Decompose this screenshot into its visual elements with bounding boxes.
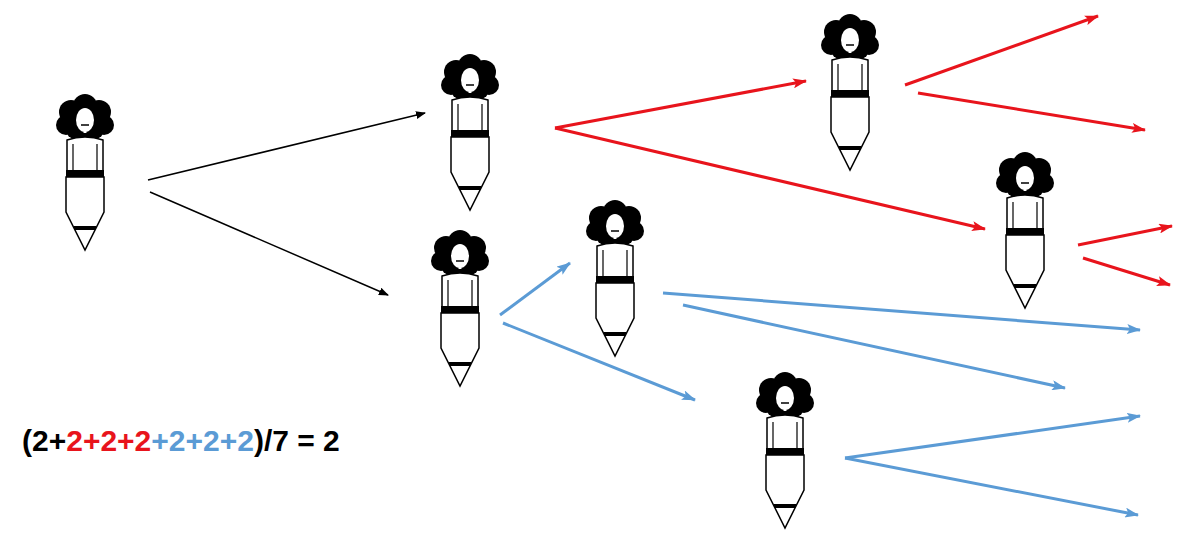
red-arrow <box>1078 226 1172 245</box>
woman-figure <box>431 230 489 386</box>
blue-arrow <box>503 323 695 400</box>
formula-part: 2+2+2 <box>66 424 151 457</box>
formula-part: )/7 = 2 <box>254 424 340 457</box>
red-arrow <box>905 16 1098 85</box>
formula: (2+2+2+2+2+2+2)/7 = 2 <box>22 424 340 458</box>
formula-part: (2+ <box>22 424 66 457</box>
woman-figure <box>56 94 114 250</box>
blue-arrow <box>500 263 570 315</box>
blue-arrow <box>845 416 1140 458</box>
blue-arrow <box>845 458 1138 515</box>
black-arrow <box>148 113 425 180</box>
blue-arrow <box>683 305 1065 388</box>
woman-figure <box>996 152 1054 308</box>
formula-part: +2+2+2 <box>151 424 254 457</box>
red-arrow <box>1083 258 1170 285</box>
woman-figure <box>441 54 499 210</box>
black-arrow <box>150 192 388 295</box>
woman-figure <box>586 200 644 356</box>
red-arrow <box>555 81 806 128</box>
woman-figure <box>821 14 879 170</box>
blue-arrow <box>663 293 1140 330</box>
woman-figure <box>756 372 814 528</box>
red-arrow <box>555 128 985 229</box>
red-arrow <box>918 93 1145 130</box>
